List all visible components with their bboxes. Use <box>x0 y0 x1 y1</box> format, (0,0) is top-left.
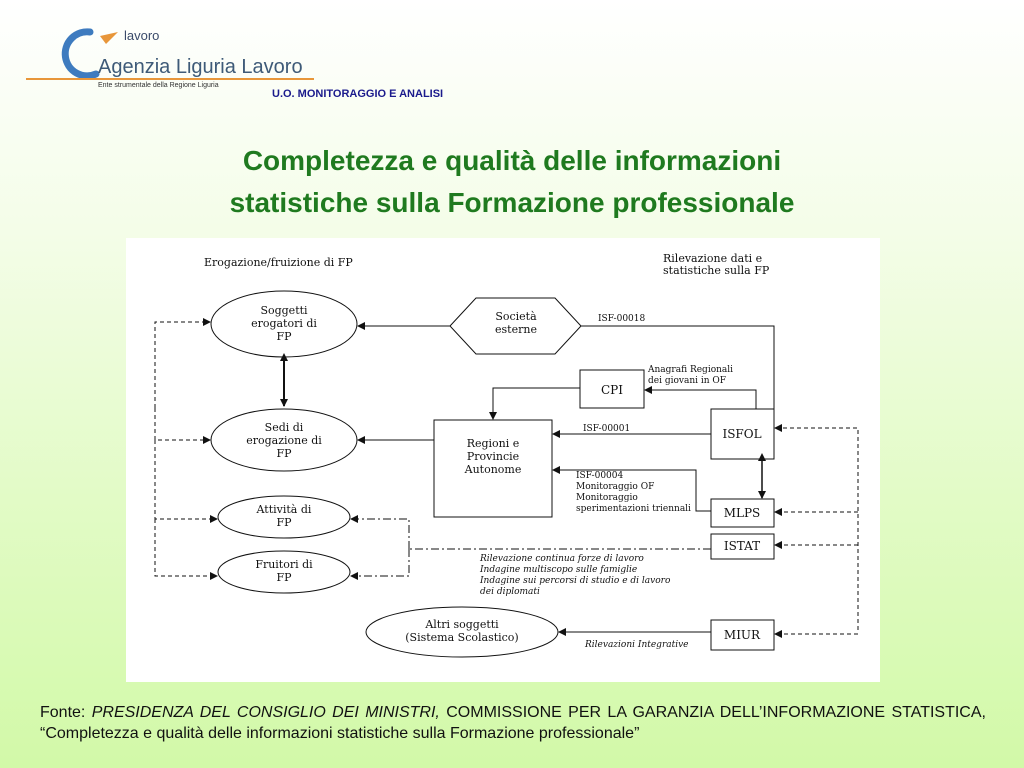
edge-label-istat-4: dei diplomati <box>480 587 540 597</box>
section-left-label: Erogazione/fruizione di FP <box>204 256 353 269</box>
logo-tagline: Ente strumentale della Regione Liguria <box>98 82 219 89</box>
edge-left-soggetti <box>154 318 211 408</box>
edge-istat-fruitori <box>350 549 410 580</box>
edge-label-istat-3: Indagine sui percorsi di studio e di lav… <box>479 576 671 586</box>
source-rest: COMMISSIONE PER LA GARANZIA DELL’INFORMA… <box>40 704 986 742</box>
node-attivita-line-2: FP <box>276 516 292 529</box>
node-soggetti-line-2: erogatori di <box>251 317 317 330</box>
edge-label-anagrafi-1: Anagrafi Regionali <box>647 365 733 375</box>
node-soggetti-line-1: Soggetti <box>260 304 308 317</box>
node-cpi: CPI <box>579 369 645 409</box>
source-note: Fonte: PRESIDENZA DEL CONSIGLIO DEI MINI… <box>40 702 986 744</box>
node-societa-esterne: Società esterne <box>449 297 582 355</box>
edge-label-anagrafi-2: dei giovani in OF <box>648 376 726 386</box>
node-cpi-label: CPI <box>601 383 623 397</box>
edge-label-isf04-1: ISF-00004 <box>576 471 624 481</box>
node-altri-line-1: Altri soggetti <box>424 618 499 631</box>
agency-logo: lavoro Agenzia Liguria Lavoro Ente strum… <box>26 22 326 102</box>
dashdot-edges <box>350 515 711 580</box>
node-societa-line-1: Società <box>495 310 537 323</box>
edge-mlps-regioni <box>552 466 711 512</box>
node-istat-label: ISTAT <box>724 539 760 553</box>
node-fruitori-line-1: Fruitori di <box>255 558 313 571</box>
node-regioni-line-1: Regioni e <box>467 437 520 450</box>
node-isfol-label: ISFOL <box>722 427 761 441</box>
department-label: U.O. MONITORAGGIO E ANALISI <box>272 88 444 100</box>
source-italic: PRESIDENZA DEL CONSIGLIO DEI MINISTRI, <box>91 704 440 721</box>
dashed-edges <box>154 318 859 638</box>
edge-label-isf04-4: sperimentazioni triennali <box>576 504 691 514</box>
edge-label-istat-1: Rilevazione continua forze di lavoro <box>479 554 644 564</box>
node-regioni-line-2: Provincie <box>467 450 519 463</box>
node-fruitori-line-2: FP <box>276 571 292 584</box>
source-prefix: Fonte: <box>40 704 86 721</box>
title-line-1: Completezza e qualità delle informazioni <box>242 145 782 176</box>
node-fruitori: Fruitori di FP <box>217 550 351 594</box>
logo-mark-icon <box>61 28 118 80</box>
edge-left-sedi <box>154 408 211 444</box>
diagram-svg: Erogazione/fruizione di FP Rilevazione d… <box>154 252 859 658</box>
edge-isfol-societa <box>581 325 775 409</box>
node-istat: ISTAT <box>710 533 775 560</box>
edge-left-fruitori <box>154 519 218 580</box>
slide-title: Completezza e qualità delle informazioni… <box>0 140 1024 224</box>
logo-divider <box>26 78 314 80</box>
node-societa-line-2: esterne <box>495 323 537 336</box>
node-mlps: MLPS <box>710 498 775 528</box>
node-regioni: Regioni e Provincie Autonome <box>433 419 553 518</box>
edge-label-istat-2: Indagine multiscopo sulle famiglie <box>479 565 637 575</box>
node-sedi-line-1: Sedi di <box>265 421 304 434</box>
edge-right-isfol <box>774 424 859 630</box>
section-right-label-1: Rilevazione dati e <box>663 252 762 265</box>
node-miur: MIUR <box>710 619 775 651</box>
solid-edges <box>280 322 775 636</box>
edge-cpi-regioni <box>489 387 580 420</box>
node-soggetti-line-3: FP <box>276 330 292 343</box>
edge-left-attivita <box>154 440 218 523</box>
edge-label-isf04-3: Monitoraggio <box>576 493 638 503</box>
edge-label-isf04-2: Monitoraggio OF <box>576 482 654 492</box>
node-attivita-line-1: Attività di <box>256 503 312 516</box>
node-soggetti: Soggetti erogatori di FP <box>210 290 358 358</box>
edge-istat-attivita <box>350 515 410 549</box>
node-miur-label: MIUR <box>724 628 761 642</box>
node-sedi-line-2: erogazione di <box>246 434 322 447</box>
logo-name: Agenzia Liguria Lavoro <box>98 56 303 78</box>
node-sedi: Sedi di erogazione di FP <box>210 408 358 472</box>
node-mlps-label: MLPS <box>724 506 761 520</box>
edge-label-isf01: ISF-00001 <box>583 424 630 434</box>
flow-diagram: Erogazione/fruizione di FP Rilevazione d… <box>126 238 880 682</box>
section-right-label-2: statistiche sulla FP <box>663 264 770 277</box>
node-attivita: Attività di FP <box>217 495 351 539</box>
node-isfol: ISFOL <box>710 408 775 460</box>
title-line-2: statistiche sulla Formazione professiona… <box>229 187 795 218</box>
edge-isfol-cpi <box>644 386 757 409</box>
node-altri-line-2: (Sistema Scolastico) <box>405 631 518 644</box>
logo-top-text: lavoro <box>124 28 160 43</box>
node-sedi-line-3: FP <box>276 447 292 460</box>
node-altri-soggetti: Altri soggetti (Sistema Scolastico) <box>365 606 559 658</box>
edge-label-integrative: Rilevazioni Integrative <box>584 640 689 650</box>
edge-label-isf18: ISF-00018 <box>598 314 646 324</box>
node-regioni-line-3: Autonome <box>464 463 522 476</box>
